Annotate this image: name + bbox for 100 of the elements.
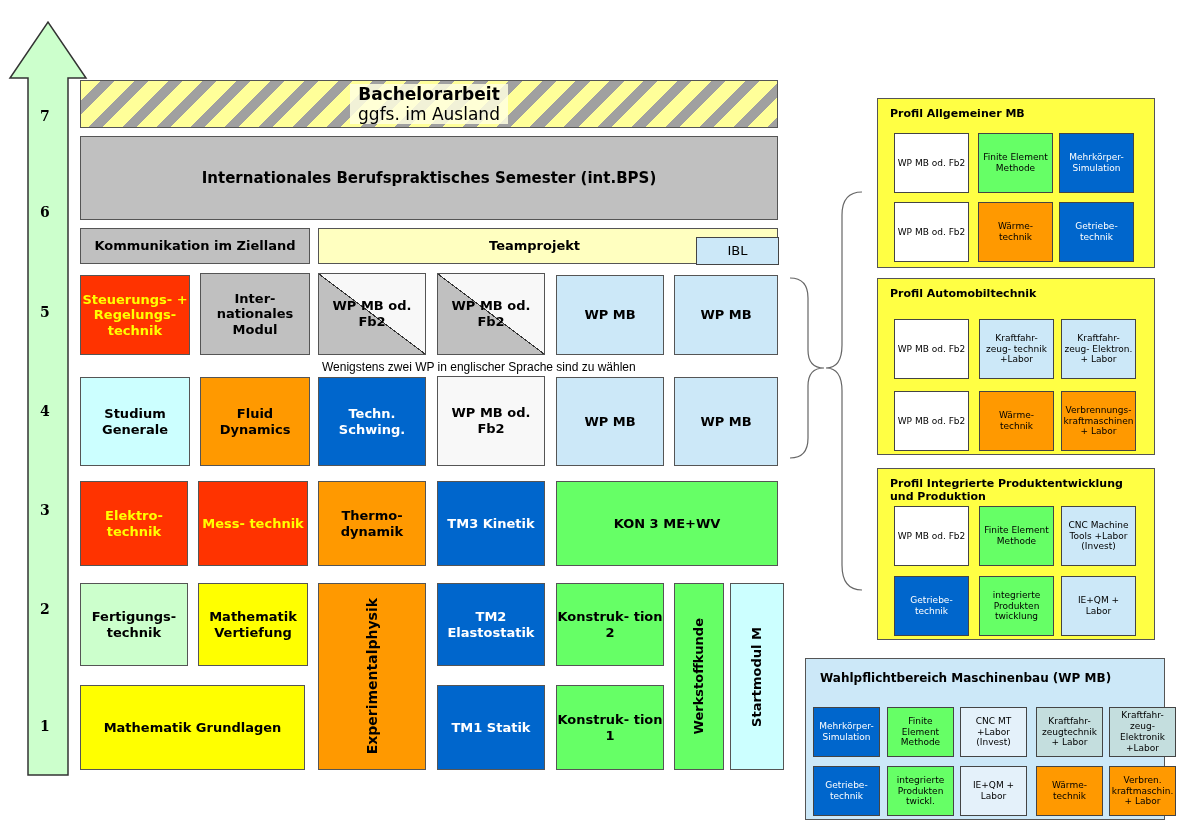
module-label: WP MB od. Fb2: [896, 343, 967, 355]
module-label: Kraftfahr- zeug- Elektron. + Labor: [1063, 332, 1134, 366]
module-label: WP MB: [700, 307, 752, 323]
module-label: Fertigungs- technik: [90, 608, 178, 641]
module-box: [200, 377, 310, 466]
thesis-banner: [80, 80, 778, 128]
module-label: Teamprojekt: [489, 238, 581, 254]
module-box: [318, 228, 778, 264]
module-label: Konstruk- tion 2: [557, 608, 663, 641]
module-label: Mehrkörper- Simulation: [818, 721, 875, 743]
module-box: [437, 583, 545, 666]
module-box: [318, 481, 426, 566]
panel-title: Profil Allgemeiner MB: [890, 107, 1025, 121]
elective-box: [1059, 133, 1134, 193]
elective-box: [894, 319, 969, 379]
module-label: WP MB od. Fb2: [450, 298, 532, 330]
module-label: Steuerungs- + Regelungs- technik: [81, 291, 189, 339]
elective-box: [979, 391, 1054, 451]
module-note: ggfs. im Ausland: [350, 104, 508, 125]
module-label: WP MB od. Fb2: [450, 405, 532, 437]
module-box: [674, 583, 724, 770]
module-label: CNC Machine Tools +Labor (Invest): [1067, 519, 1130, 553]
elective-box: [894, 202, 969, 262]
module-box: [730, 583, 784, 770]
module-box: [318, 377, 426, 466]
module-label: Internationales Berufspraktisches Semester (int.BPS): [201, 169, 657, 187]
elective-box: [1061, 576, 1136, 636]
module-box: [318, 583, 426, 770]
module-label: integrierte Produkten twicklung: [991, 589, 1042, 623]
elective-box: [1109, 707, 1176, 757]
module-box: [556, 275, 664, 355]
module-label: Experimentalphysik: [363, 598, 381, 755]
module-label: Thermo- dynamik: [339, 507, 405, 540]
module-label: Getriebe- technik: [1074, 221, 1119, 243]
elective-box: [1061, 391, 1136, 451]
module-label: IE+QM + Labor: [1076, 595, 1121, 617]
elective-box: [894, 391, 969, 451]
module-label: Inter- nationales Modul: [215, 290, 295, 338]
module-label: Mess- technik: [202, 515, 304, 532]
note-text: Wenigstens zwei WP in englischer Sprache sind zu wählen: [322, 360, 636, 374]
elective-box: [696, 237, 779, 265]
elective-box: [813, 707, 880, 757]
module-label: WP MB: [584, 307, 636, 323]
module-box: [674, 275, 778, 355]
semester-number: 5: [40, 304, 50, 320]
semester-number: 4: [40, 403, 50, 419]
module-label: TM2 Elastostatik: [446, 608, 536, 641]
elective-box: [894, 506, 969, 566]
module-label: WP MB: [700, 413, 752, 430]
module-box: [556, 685, 664, 770]
module-box: [80, 583, 188, 666]
module-box: [80, 481, 188, 566]
module-label: WP MB od. Fb2: [896, 157, 967, 169]
module-box: [200, 273, 310, 355]
module-box: [80, 377, 190, 466]
module-label: Fluid Dynamics: [218, 405, 292, 438]
elective-box: [978, 202, 1053, 262]
elective-box: [1109, 766, 1176, 816]
module-label: Techn. Schwing.: [337, 405, 407, 438]
module-label: Kraftfahr- zeug- technik +Labor: [985, 332, 1048, 366]
semester-number: 6: [40, 204, 50, 220]
module-box: [198, 583, 308, 666]
module-label: Mathematik Vertiefung: [208, 608, 298, 641]
semester-number: 2: [40, 601, 50, 617]
module-label: Konstruk- tion 1: [557, 711, 663, 744]
elective-box: [813, 766, 880, 816]
elective-box: [1061, 506, 1136, 566]
module-label: WP MB od. Fb2: [331, 298, 413, 330]
module-box: [437, 376, 545, 466]
module-label: IE+QM + Labor: [971, 780, 1016, 802]
module-label: integrierte Produkten twickl.: [895, 774, 946, 808]
module-box: [80, 275, 190, 355]
module-label: Mathematik Grundlagen: [103, 719, 282, 736]
module-box: [437, 685, 545, 770]
module-label: WP MB: [584, 413, 636, 430]
elective-box: [979, 319, 1054, 379]
module-label: WP MB od. Fb2: [896, 415, 967, 427]
semester-number: 1: [40, 718, 50, 734]
elective-box: [1059, 202, 1134, 262]
module-label: Verbren. kraftmaschin. + Labor: [1110, 774, 1175, 808]
elective-box: [887, 707, 954, 757]
elective-box: [979, 576, 1054, 636]
module-label: WP MB od. Fb2: [896, 226, 967, 238]
module-box: [80, 228, 310, 264]
semester-number: 3: [40, 502, 50, 518]
module-box: [556, 377, 664, 466]
profile-panel: [877, 278, 1155, 455]
panel-title: Wahlpflichtbereich Maschinenbau (WP MB): [820, 671, 1112, 686]
module-label: KON 3 ME+WV: [613, 515, 721, 532]
module-box: [674, 377, 778, 466]
module-label: Getriebe- technik: [909, 595, 954, 617]
elective-box: [960, 707, 1027, 757]
profile-panel: [877, 98, 1155, 268]
module-label: Werkstoffkunde: [691, 618, 707, 735]
module-box: [437, 481, 545, 566]
elective-box: [894, 133, 969, 193]
module-label: WP MB od. Fb2: [896, 530, 967, 542]
module-label: Studium Generale: [101, 405, 169, 438]
elective-box: [1036, 707, 1103, 757]
module-label: Finite Element Methode: [982, 152, 1049, 174]
